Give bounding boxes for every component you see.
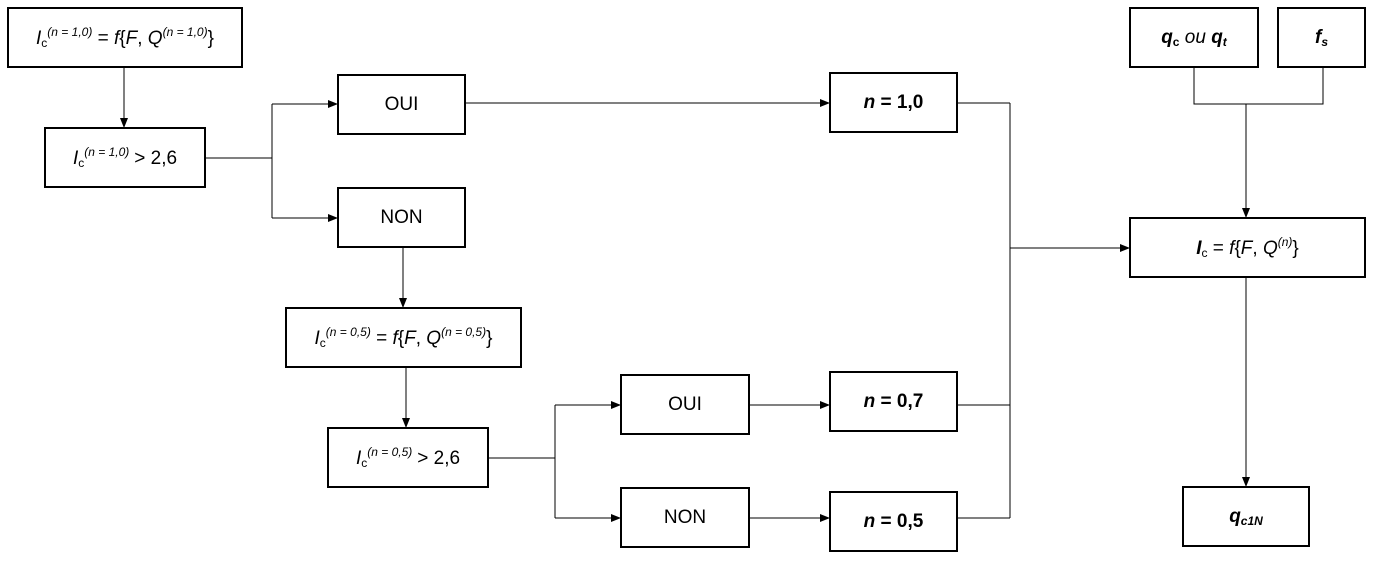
ic-superscript: (n = 1,0) — [84, 145, 130, 159]
n-value: = 0,5 — [875, 510, 924, 532]
ic-final-formula-box: Ic = f{F, Q(n)} — [1129, 217, 1366, 278]
ic-symbol: I — [314, 328, 320, 349]
ic-n05-test-box: Ic(n = 0,5) > 2,6 — [327, 427, 489, 488]
ic-n05-test-text: Ic(n = 0,5) > 2,6 — [356, 445, 460, 470]
ic-n05-formula-box: Ic(n = 0,5) = f{F, Q(n = 0,5)} — [285, 307, 522, 368]
ic-superscript: (n = 0,5) — [325, 325, 371, 339]
non-label-1: NON — [380, 206, 423, 228]
Q-symbol: Q — [1262, 238, 1278, 259]
f-symbol: f — [1229, 238, 1235, 259]
ic-symbol: I — [72, 148, 79, 169]
q-symbol: q — [1211, 26, 1223, 48]
n-05-text: n = 0,5 — [864, 511, 924, 533]
ic-n1-test-box: Ic(n = 1,0) > 2,6 — [44, 127, 206, 188]
n-symbol: n — [863, 390, 876, 412]
n-symbol: n — [863, 510, 876, 532]
comma: , — [415, 328, 427, 349]
qc-subscript: c — [1172, 34, 1180, 49]
ic-superscript: (n = 0,5) — [367, 445, 413, 459]
ic-subscript: c — [78, 156, 85, 170]
n-10-text: n = 1,0 — [864, 92, 924, 114]
oui-label-2: OUI — [668, 393, 702, 415]
qc-qt-input-box: qc ou qt — [1129, 7, 1259, 68]
ic-subscript: c — [319, 336, 326, 350]
qc-qt-text: qc ou qt — [1161, 27, 1227, 49]
ic-n1-formula-box: Ic(n = 1,0) = f{F, Q(n = 1,0)} — [7, 7, 243, 68]
comma: , — [137, 28, 148, 49]
f-symbol: f — [113, 28, 120, 49]
fs-subscript: s — [1321, 34, 1328, 49]
non-box-1: NON — [337, 187, 466, 248]
brace-close: } — [486, 328, 493, 349]
q-symbol: q — [1161, 26, 1173, 48]
qc1n-text: qc1N — [1229, 506, 1263, 528]
oui-box-2: OUI — [620, 374, 750, 435]
f-symbol: f — [392, 328, 398, 349]
equals: = — [1207, 238, 1230, 259]
ic-n05-formula-text: Ic(n = 0,5) = f{F, Q(n = 0,5)} — [315, 325, 493, 350]
oui-box-1: OUI — [337, 74, 466, 135]
qt-subscript: t — [1222, 34, 1227, 49]
qc1n-subscript: c1N — [1240, 513, 1263, 528]
oui-label-1: OUI — [384, 93, 419, 115]
comma: , — [1252, 238, 1263, 259]
qc1n-output-box: qc1N — [1182, 486, 1310, 547]
n-07-text: n = 0,7 — [864, 391, 924, 413]
n-10-box: n = 1,0 — [829, 72, 958, 133]
ic-symbol: I — [355, 448, 362, 469]
F-symbol: F — [404, 328, 416, 349]
brace-open: { — [397, 328, 405, 349]
comparison: > 2,6 — [417, 448, 461, 469]
equals: = — [370, 328, 393, 349]
brace-open: { — [1234, 238, 1241, 259]
equals: = — [92, 28, 114, 49]
f-symbol: f — [1314, 26, 1322, 48]
Q-symbol: Q — [147, 28, 163, 49]
n-symbol: n — [863, 91, 876, 113]
ic-subscript: c — [41, 36, 48, 50]
comparison: > 2,6 — [134, 148, 178, 169]
ou-text: ou — [1179, 26, 1212, 48]
ic-final-formula-text: Ic = f{F, Q(n)} — [1196, 235, 1299, 260]
ic-n1-formula-text: Ic(n = 1,0) = f{F, Q(n = 1,0)} — [36, 25, 214, 50]
n-07-box: n = 0,7 — [829, 371, 958, 432]
F-symbol: F — [125, 28, 138, 49]
q-superscript: (n = 0,5) — [441, 325, 487, 339]
ic-n1-test-text: Ic(n = 1,0) > 2,6 — [73, 145, 177, 170]
collector-line — [958, 102, 1011, 519]
ic-superscript: (n = 1,0) — [47, 25, 93, 39]
n-value: = 1,0 — [875, 91, 924, 113]
non-box-2: NON — [620, 487, 750, 548]
ic-symbol: I — [36, 28, 42, 49]
n-value: = 0,7 — [875, 390, 924, 412]
brace-open: { — [119, 28, 126, 49]
q-symbol: q — [1229, 505, 1241, 527]
non-label-2: NON — [663, 506, 707, 528]
inputs-merge — [1193, 68, 1324, 105]
q-superscript: (n = 1,0) — [162, 25, 208, 39]
ic-subscript: c — [361, 456, 368, 470]
fs-input-box: fs — [1277, 7, 1366, 68]
ic-subscript: c — [1201, 246, 1208, 260]
fs-text: fs — [1315, 27, 1328, 49]
brace-close: } — [1292, 238, 1299, 259]
q-superscript: (n) — [1277, 235, 1293, 249]
F-symbol: F — [1240, 238, 1253, 259]
ic-symbol: I — [1196, 238, 1202, 259]
n-05-box: n = 0,5 — [829, 491, 958, 552]
Q-symbol: Q — [426, 328, 442, 349]
brace-close: } — [207, 28, 214, 49]
